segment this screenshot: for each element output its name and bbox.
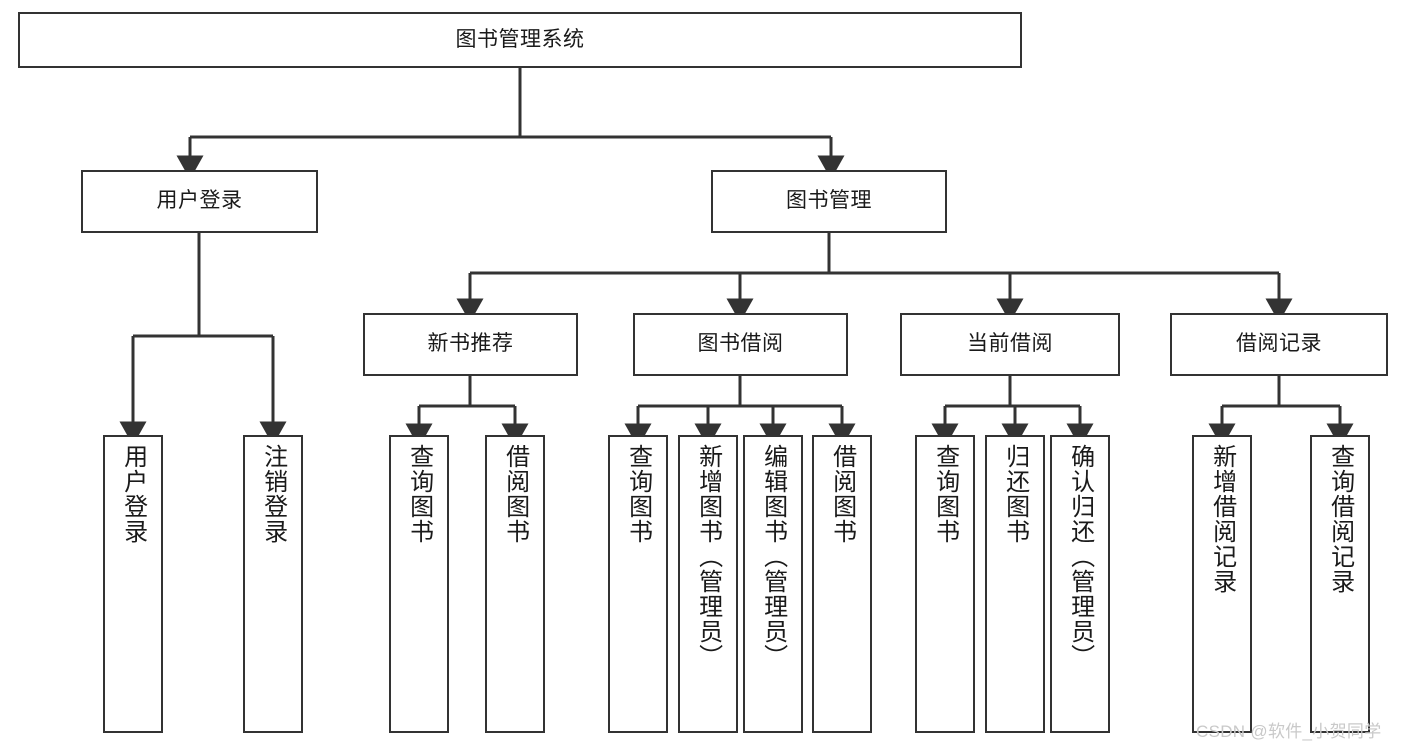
node-leaf-borrow-book-2-label: 借阅图书 [828,444,856,544]
node-book-borrow[interactable]: 图书借阅 [633,313,848,376]
node-leaf-query-record[interactable]: 查询借阅记录 [1310,435,1370,733]
node-leaf-edit-book[interactable]: 编辑图书（管理员） [743,435,803,733]
node-leaf-add-book-label: 新增图书（管理员） [694,444,722,669]
node-borrow-record-label: 借阅记录 [1236,332,1322,356]
node-user-login-label: 用户登录 [156,189,243,213]
node-leaf-add-book[interactable]: 新增图书（管理员） [678,435,738,733]
node-root-label: 图书管理系统 [455,27,585,51]
node-leaf-query-book-3[interactable]: 查询图书 [915,435,975,733]
node-book-manage-label: 图书管理 [786,189,872,213]
node-leaf-query-book-1[interactable]: 查询图书 [389,435,449,733]
node-leaf-confirm-return[interactable]: 确认归还（管理员） [1050,435,1110,733]
node-leaf-borrow-book-1-label: 借阅图书 [501,444,529,544]
node-current-borrow-label: 当前借阅 [967,332,1053,356]
node-leaf-user-login[interactable]: 用户登录 [103,435,163,733]
node-leaf-query-book-2-label: 查询图书 [624,444,652,544]
node-leaf-query-record-label: 查询借阅记录 [1326,444,1354,594]
node-leaf-logout-login-label: 注销登录 [259,444,287,544]
node-leaf-confirm-return-label: 确认归还（管理员） [1066,444,1094,669]
node-book-manage[interactable]: 图书管理 [711,170,947,233]
node-new-book-recommend[interactable]: 新书推荐 [363,313,578,376]
node-leaf-logout-login[interactable]: 注销登录 [243,435,303,733]
node-leaf-return-book-label: 归还图书 [1001,444,1029,544]
node-leaf-borrow-book-2[interactable]: 借阅图书 [812,435,872,733]
node-leaf-query-book-3-label: 查询图书 [931,444,959,544]
node-leaf-return-book[interactable]: 归还图书 [985,435,1045,733]
node-book-borrow-label: 图书借阅 [697,332,784,356]
node-leaf-edit-book-label: 编辑图书（管理员） [759,444,787,669]
node-leaf-query-book-2[interactable]: 查询图书 [608,435,668,733]
node-user-login[interactable]: 用户登录 [81,170,318,233]
node-leaf-borrow-book-1[interactable]: 借阅图书 [485,435,545,733]
node-root[interactable]: 图书管理系统 [18,12,1022,68]
node-leaf-add-record[interactable]: 新增借阅记录 [1192,435,1252,733]
node-leaf-add-record-label: 新增借阅记录 [1208,444,1236,594]
watermark: CSDN @软件_小贺同学 [1196,722,1382,741]
node-current-borrow[interactable]: 当前借阅 [900,313,1120,376]
node-leaf-query-book-1-label: 查询图书 [405,444,433,544]
node-leaf-user-login-label: 用户登录 [119,444,147,544]
node-borrow-record[interactable]: 借阅记录 [1170,313,1388,376]
node-new-book-recommend-label: 新书推荐 [427,332,514,356]
